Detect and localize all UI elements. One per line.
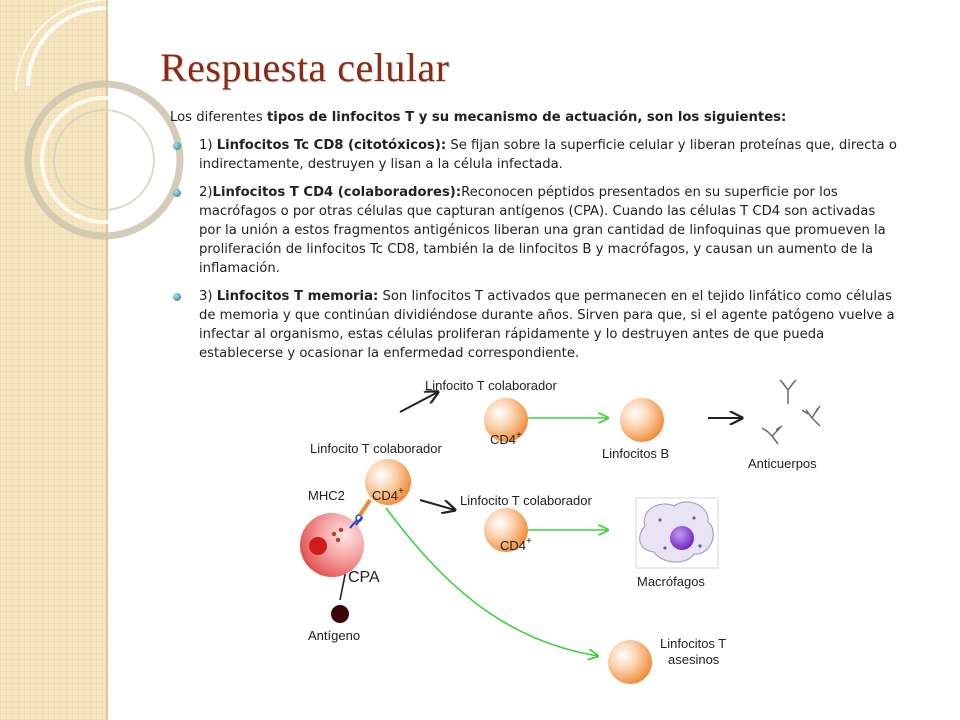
label-antibodies: Anticuerpos (748, 456, 817, 471)
antibody-icon (761, 425, 783, 445)
antibody-icon (801, 405, 821, 427)
slide-content: Los diferentes tipos de linfocitos T y s… (170, 108, 900, 372)
arrow-icon (385, 507, 598, 656)
immune-response-diagram: Linfocito T colaborador Linfocito T cola… (300, 378, 821, 684)
label-right-helper: Linfocito T colaborador (460, 493, 592, 508)
bullet-heading: Linfocitos T CD4 (colaboradores): (212, 185, 462, 200)
intro-prefix: Los diferentes (170, 110, 267, 125)
antigen-particle (331, 605, 349, 623)
bullet-prefix: 3) (199, 289, 217, 304)
bullet-heading: Linfocitos Tc CD8 (citotóxicos): (216, 138, 447, 153)
cpa-nucleus (309, 537, 327, 555)
bullet-text: Son linfocitos T activados que permanece… (199, 289, 895, 361)
center-helper-cell (365, 459, 411, 505)
decorative-arcs-icon (15, 0, 184, 240)
label-mhc2: MHC2 (308, 488, 345, 503)
macrophage-nucleus (670, 526, 694, 550)
antibody-icon (779, 379, 797, 404)
label-cd4-top: CD4+ (490, 430, 522, 447)
cpa-cell (300, 513, 364, 577)
right-helper-cell (484, 508, 528, 552)
bullet-dot-icon (173, 142, 181, 150)
bullet-item-memoria: 3) Linfocitos T memoria: Son linfocitos … (170, 287, 900, 363)
label-macrophages: Macrófagos (637, 574, 705, 589)
killer-t-cell (608, 640, 652, 684)
label-antigen: Antígeno (308, 628, 360, 643)
bullet-heading: Linfocitos T memoria: (216, 289, 379, 304)
arrow-icon (419, 499, 455, 510)
bullet-prefix: 2) (199, 185, 213, 200)
b-cell (620, 398, 664, 442)
label-center-helper: Linfocito T colaborador (310, 441, 442, 456)
intro-paragraph: Los diferentes tipos de linfocitos T y s… (170, 108, 900, 127)
arrow-icon (399, 392, 438, 413)
label-top-helper: Linfocito T colaborador (425, 378, 557, 393)
label-cd4-center: CD4+ (372, 486, 404, 503)
label-killer-line1: Linfocitos T (660, 636, 726, 651)
label-killer-line2: asesinos (668, 652, 720, 667)
bullet-dot-icon (173, 293, 181, 301)
label-b-cells: Linfocitos B (602, 446, 669, 461)
bullet-text: Se fijan sobre la superficie celular y l… (199, 138, 897, 172)
bullet-dot-icon (173, 189, 181, 197)
bullet-list: 1) Linfocitos Tc CD8 (citotóxicos): Se f… (170, 136, 900, 363)
bullet-prefix: 1) (199, 138, 217, 153)
decorative-left-band (0, 0, 108, 720)
bullet-item-cd8: 1) Linfocitos Tc CD8 (citotóxicos): Se f… (170, 136, 900, 174)
top-helper-cell (484, 398, 528, 442)
label-cd4-right: CD4+ (500, 536, 532, 553)
slide-title: Respuesta celular (160, 45, 450, 90)
intro-bold: tipos de linfocitos T y su mecanismo de … (267, 110, 787, 125)
label-cpa: CPA (348, 569, 380, 586)
bullet-text: Reconocen péptidos presentados en su sup… (199, 185, 886, 276)
bullet-item-cd4: 2)Linfocitos T CD4 (colaboradores):Recon… (170, 183, 900, 278)
